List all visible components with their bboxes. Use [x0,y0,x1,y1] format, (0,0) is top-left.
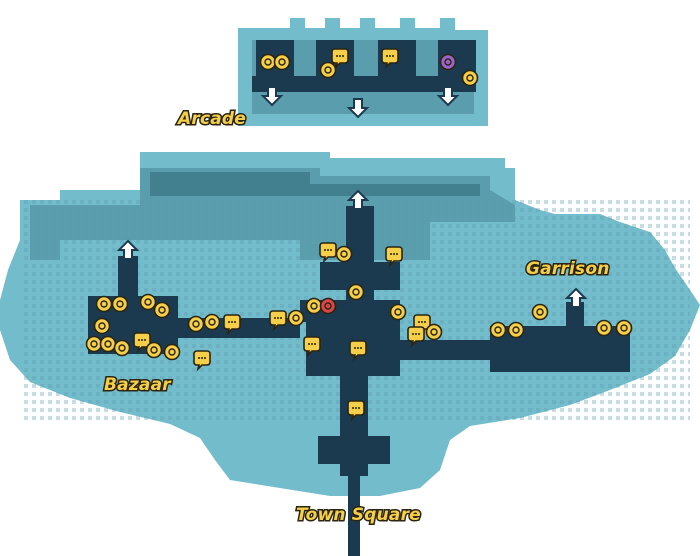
marker-bazaar-quest[interactable] [85,335,103,353]
marker-arcade-talk-2[interactable] [381,48,399,70]
marker-garrison-horse[interactable] [595,319,613,337]
marker-north-talk-2[interactable] [385,246,403,268]
exit-arcade-1[interactable] [260,86,284,107]
marker-garrison-binoculars[interactable] [531,303,549,321]
marker-bazaar-swords[interactable] [187,315,205,333]
main-zone [0,152,700,556]
exit-east[interactable] [564,287,588,308]
marker-center-gear[interactable] [305,297,323,315]
marker-bazaar-shield-2[interactable] [111,295,129,313]
marker-bazaar-horse[interactable] [163,343,181,361]
marker-center-talk-3[interactable] [349,340,367,362]
exit-arcade-3[interactable] [436,86,460,107]
marker-north-hammer[interactable] [347,283,365,301]
main-land-dark-band [150,172,480,196]
region-label-garrison: Garrison [526,259,610,279]
marker-center-talk-1[interactable] [269,310,287,332]
path-town-square [318,436,390,464]
marker-arcade-quest-1[interactable] [319,61,337,79]
region-label-arcade: Arcade [176,109,246,129]
path-east-tower [566,302,584,332]
path-west-spur [118,256,138,300]
exit-west[interactable] [116,239,140,260]
marker-garrison-potion[interactable] [489,321,507,339]
marker-center-talk-2[interactable] [303,336,321,358]
marker-arcade-quest-2[interactable] [461,69,479,87]
marker-bazaar-dice[interactable] [153,301,171,319]
marker-east-talk-2[interactable] [407,326,425,348]
marker-center-red[interactable] [319,297,337,315]
marker-center-dumbbell[interactable] [287,309,305,327]
marker-bazaar-scissors[interactable] [93,317,111,335]
marker-bazaar-dice-2[interactable] [113,339,131,357]
marker-arcade-swords[interactable] [259,53,277,71]
marker-north-quest[interactable] [335,245,353,263]
path-west-corridor [140,318,300,338]
marker-east-potion-1[interactable] [389,303,407,321]
path-south-exit [348,476,360,556]
marker-south-talk[interactable] [347,400,365,422]
exit-north[interactable] [346,189,370,210]
marker-east-quest[interactable] [425,323,443,341]
region-label-bazaar: Bazaar [104,375,172,395]
exit-arcade-2[interactable] [346,98,370,119]
markers-layer [85,48,633,422]
marker-garrison-quest[interactable] [507,321,525,339]
marker-bazaar-gear[interactable] [139,293,157,311]
marker-arcade-hammer[interactable] [273,53,291,71]
marker-bazaar-clock[interactable] [99,335,117,353]
marker-bazaar-hammer[interactable] [145,341,163,359]
marker-arcade-portal[interactable] [439,53,457,71]
marker-bazaar-shield-1[interactable] [95,295,113,313]
marker-bazaar-talk-1[interactable] [133,332,151,354]
marker-garrison-quest-2[interactable] [615,319,633,337]
arcade-corridor [252,76,476,92]
path-center-block [306,300,400,376]
exits-layer [116,86,588,308]
marker-bazaar-talk-2[interactable] [193,350,211,372]
region-label-town-square: Town Square [296,505,421,525]
marker-bazaar-talk-3[interactable] [223,314,241,336]
marker-bazaar-swords-2[interactable] [203,313,221,331]
marker-arcade-talk-1[interactable] [331,48,349,70]
